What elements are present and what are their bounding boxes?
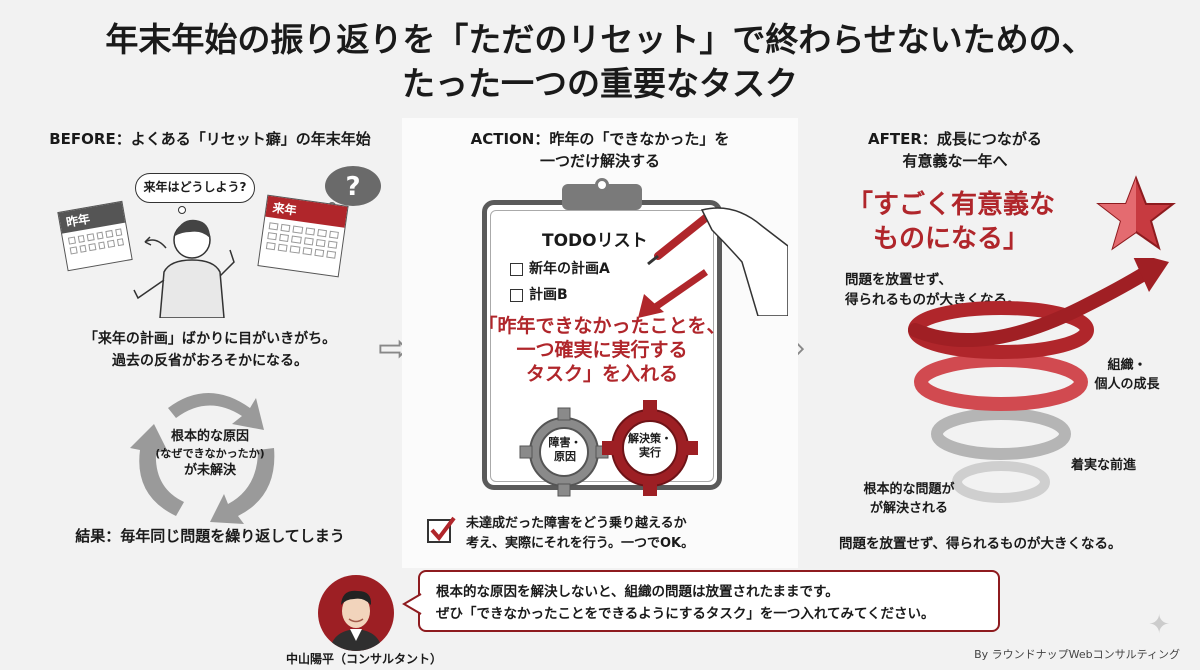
- speech-bubble-text: 来年はどうしよう?: [143, 180, 247, 194]
- gear-right-label-line-1: 解決策・: [628, 432, 672, 445]
- before-heading: BEFORE：よくある「リセット癖」の年末年始: [49, 130, 371, 148]
- calendar-next-year: 来年: [257, 194, 349, 278]
- speech-bubble: 来年はどうしよう?: [135, 173, 255, 203]
- calendar-last-year: 昨年: [57, 200, 133, 272]
- title-line-1: 年末年始の振り返りを「ただのリセット」で終わらせないための、: [105, 20, 1095, 59]
- quote-pointer-icon: [402, 593, 422, 615]
- label-growth: 組織・ 個人の成長: [1077, 356, 1177, 394]
- quote-box: 根本的な原因を解決しないと、組織の問題は放置されたままです。 ぜひ「できなかった…: [418, 570, 1000, 632]
- todo-checkbox[interactable]: [510, 262, 523, 276]
- sparkle-icon: ✦: [1148, 610, 1170, 640]
- gear-left-label-line-2: 原因: [554, 450, 576, 463]
- cycle-arrows-icon: [130, 393, 275, 524]
- label-growth-line-2: 個人の成長: [1094, 377, 1160, 392]
- cycle-text-line-2: (なぜできなかったか): [155, 447, 265, 460]
- cycle-text-line-1: 根本的な原因: [170, 429, 249, 444]
- action-heading: ACTION：昨年の「できなかった」を 一つだけ解決する: [402, 128, 798, 172]
- gear-right-label: 解決策・ 実行: [620, 432, 680, 460]
- footer-credit: By ラウンドナップWebコンサルティング: [974, 648, 1180, 661]
- label-root: 根本的な問題が が解決される: [839, 480, 979, 518]
- checkmark-icon: [427, 516, 456, 543]
- clipboard-clip-hole: [595, 178, 609, 192]
- thought-dot-icon: [178, 206, 186, 214]
- label-growth-line-1: 組織・: [1107, 358, 1147, 373]
- action-check-note: 未達成だった障害をどう乗り越えるか 考え、実際にそれを行う。一つでOK。: [466, 514, 694, 554]
- label-root-line-1: 根本的な問題が: [863, 482, 955, 497]
- gears-icon: [519, 400, 698, 497]
- page-title: 年末年始の振り返りを「ただのリセット」で終わらせないための、 たった一つの重要な…: [0, 18, 1200, 106]
- title-line-2: たった一つの重要なタスク: [402, 64, 798, 103]
- consultant-face-icon: [330, 590, 382, 651]
- star-icon: [1096, 175, 1176, 251]
- todo-item: 新年の計画A: [510, 258, 610, 278]
- curved-arrow-icon: [144, 236, 167, 249]
- after-heading-line-2: 有意義な一年へ: [902, 152, 1008, 170]
- todo-item-label: 計画B: [529, 287, 568, 303]
- todo-title: TODOリスト: [542, 231, 648, 251]
- person-thinking-icon: [133, 219, 235, 318]
- after-section: AFTER：成長につながる 有意義な一年へ 「すごく有意義な ものになる」 問題…: [815, 128, 1185, 568]
- action-section: ACTION：昨年の「できなかった」を 一つだけ解決する TODOリスト 新年の…: [402, 118, 798, 568]
- person-name: 中山陽平（コンサルタント）: [286, 652, 443, 666]
- red-pen-icon: [647, 207, 788, 316]
- after-emphasis: 「すごく有意義な ものになる」: [821, 188, 1081, 256]
- gear-right-label-line-2: 実行: [639, 446, 661, 459]
- action-emphasis: 「昨年できなかったことを、 一つ確実に実行する タスク」を入れる: [476, 314, 728, 386]
- cycle-text-line-3: が未解決: [183, 463, 236, 478]
- after-heading-line-1: AFTER：成長につながる: [868, 130, 1042, 148]
- growth-spiral-icon: [908, 258, 1169, 503]
- action-emphasis-line-2: 一つ確実に実行する: [516, 339, 688, 361]
- after-heading: AFTER：成長につながる 有意義な一年へ: [815, 128, 1095, 172]
- before-text-line-1: 「来年の計画」ばかりに目がいきがち。: [83, 331, 337, 347]
- before-section: BEFORE：よくある「リセット癖」の年末年始 来年はどうしよう? ? 昨年 来…: [30, 128, 390, 558]
- todo-item: 計画B: [510, 284, 568, 304]
- cycle-center-text: 根本的な原因 (なぜできなかったか) が未解決: [128, 428, 292, 479]
- before-result: 結果：毎年同じ問題を繰り返してしまう: [75, 527, 345, 545]
- gear-left-label-line-1: 障害・: [548, 436, 582, 449]
- avatar: [318, 575, 394, 651]
- svg-text:?: ?: [345, 172, 360, 202]
- after-bottom-text: 問題を放置せず、得られるものが大きくなる。: [839, 536, 1122, 552]
- label-progress: 着実な前進: [1071, 458, 1137, 473]
- question-cloud-icon: ?: [325, 166, 381, 210]
- quote-line-2: ぜひ「できなかったことをできるようにするタスク」を一つ入れてみてください。: [436, 606, 935, 622]
- after-emphasis-line-2: ものになる」: [872, 224, 1029, 254]
- action-emphasis-line-3: タスク」を入れる: [525, 363, 678, 385]
- gear-left-label: 障害・ 原因: [540, 436, 590, 464]
- after-emphasis-line-1: 「すごく有意義な: [846, 190, 1055, 220]
- after-text-1-line-1: 問題を放置せず、: [845, 272, 953, 288]
- action-check-line-1: 未達成だった障害をどう乗り越えるか: [466, 516, 687, 531]
- quote-line-1: 根本的な原因を解決しないと、組織の問題は放置されたままです。: [436, 584, 839, 600]
- before-text: 「来年の計画」ばかりに目がいきがち。 過去の反省がおろそかになる。: [30, 328, 390, 372]
- action-emphasis-line-1: 「昨年できなかったことを、: [478, 315, 726, 337]
- action-check-line-2: 考え、実際にそれを行う。一つでOK。: [466, 536, 695, 551]
- red-arrow-icon: [638, 269, 708, 318]
- action-heading-line-1: ACTION：昨年の「できなかった」を: [470, 130, 730, 148]
- action-heading-line-2: 一つだけ解決する: [539, 152, 660, 170]
- todo-checkbox[interactable]: [510, 288, 523, 302]
- todo-item-label: 新年の計画A: [529, 261, 610, 277]
- label-root-line-2: が解決される: [869, 501, 948, 516]
- before-text-line-2: 過去の反省がおろそかになる。: [112, 353, 308, 369]
